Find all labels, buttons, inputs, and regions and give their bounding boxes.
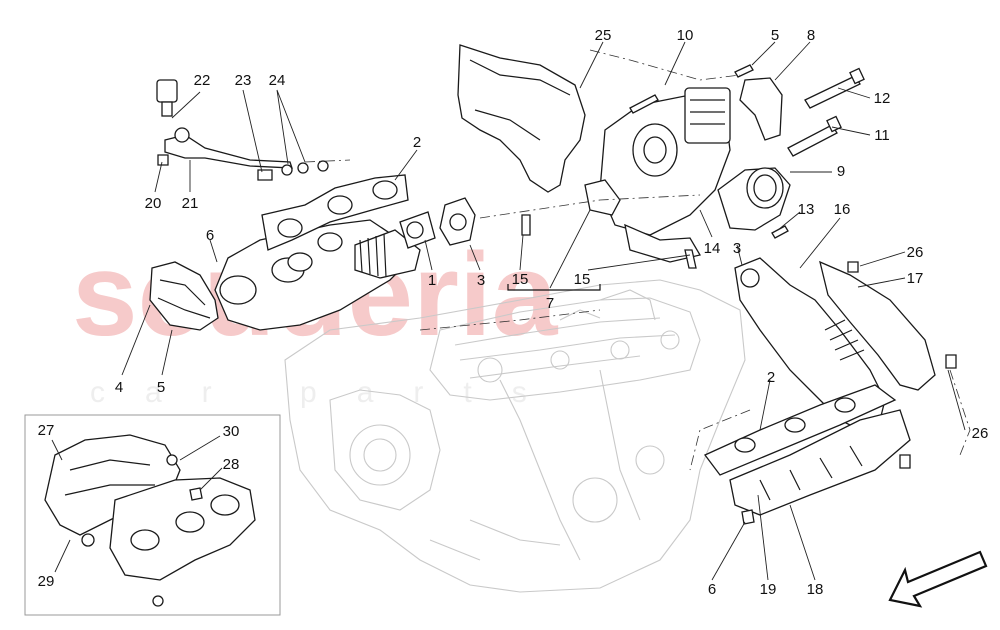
callout-labels: 25 10 5 8 12 11 9 13 16 3 14 26 17 22 23… bbox=[38, 27, 989, 598]
callout-5-left: 5 bbox=[157, 379, 165, 396]
callout-3-right: 3 bbox=[733, 240, 741, 257]
callout-13: 13 bbox=[798, 201, 815, 218]
callout-27: 27 bbox=[38, 422, 55, 439]
callout-7: 7 bbox=[546, 295, 554, 312]
callout-29: 29 bbox=[38, 573, 55, 590]
callout-26-top: 26 bbox=[907, 244, 924, 261]
bolt-5-top bbox=[734, 64, 754, 78]
heat-shield-17 bbox=[819, 260, 936, 391]
front-direction-arrow-icon bbox=[888, 550, 988, 608]
callout-2-right: 2 bbox=[767, 369, 775, 386]
callout-28: 28 bbox=[223, 456, 240, 473]
callout-24: 24 bbox=[269, 72, 286, 89]
callout-23: 23 bbox=[235, 72, 252, 89]
washer-24b bbox=[297, 162, 309, 174]
callout-14: 14 bbox=[704, 240, 721, 257]
callout-4: 4 bbox=[115, 379, 123, 396]
bolt-26-right bbox=[899, 454, 911, 469]
callout-11: 11 bbox=[874, 127, 890, 144]
callout-5: 5 bbox=[771, 27, 779, 44]
stud-15a bbox=[521, 214, 531, 236]
leader-lines bbox=[51, 41, 966, 581]
bolt-11 bbox=[787, 115, 842, 157]
callout-21: 21 bbox=[182, 195, 199, 212]
callout-25: 25 bbox=[595, 27, 612, 44]
engine-block bbox=[284, 279, 746, 593]
stud-15b bbox=[684, 249, 697, 269]
gasket-2-right bbox=[703, 384, 897, 476]
bolt-12 bbox=[804, 67, 865, 109]
callout-3-center: 3 bbox=[477, 272, 485, 289]
bolt-26-right-top bbox=[945, 354, 957, 369]
callout-30: 30 bbox=[223, 423, 240, 440]
sensor-22 bbox=[156, 79, 178, 117]
outlet-elbow-9 bbox=[717, 167, 791, 231]
bracket-8 bbox=[739, 77, 783, 141]
turbocharger bbox=[584, 87, 731, 263]
assembly-lines bbox=[304, 49, 971, 471]
callout-19: 19 bbox=[760, 581, 777, 598]
group-bracket-7 bbox=[507, 284, 601, 291]
callout-17: 17 bbox=[907, 270, 924, 287]
callout-15-right: 15 bbox=[574, 271, 591, 288]
callout-22: 22 bbox=[194, 72, 211, 89]
bolt-26-top bbox=[847, 261, 859, 273]
callout-20: 20 bbox=[145, 195, 162, 212]
callout-16: 16 bbox=[834, 201, 851, 218]
callout-15-left: 15 bbox=[512, 271, 529, 288]
heat-shield-25 bbox=[457, 44, 586, 193]
bolt-10 bbox=[629, 94, 659, 114]
callout-10: 10 bbox=[677, 27, 694, 44]
inset-detail-box bbox=[24, 414, 281, 616]
callout-6-bottom: 6 bbox=[708, 581, 716, 598]
callout-18: 18 bbox=[807, 581, 824, 598]
gasket-2-left bbox=[261, 174, 409, 272]
callout-1: 1 bbox=[428, 272, 436, 289]
washer-24a bbox=[281, 164, 293, 176]
fitting-23 bbox=[257, 169, 273, 181]
heat-shield-18 bbox=[729, 409, 911, 516]
callout-6-top: 6 bbox=[206, 227, 214, 244]
callout-2-top: 2 bbox=[413, 134, 421, 151]
heat-shield-4 bbox=[149, 261, 219, 331]
washer-24c bbox=[317, 160, 329, 172]
watermark-subtitle: car parts bbox=[90, 376, 567, 409]
stud-6-bottom bbox=[741, 509, 755, 525]
callout-8: 8 bbox=[807, 27, 815, 44]
callout-9: 9 bbox=[837, 163, 845, 180]
callout-12: 12 bbox=[874, 90, 891, 107]
exhaust-manifold-left bbox=[214, 211, 436, 331]
callout-26-right: 26 bbox=[972, 425, 989, 442]
pipe-bracket-20 bbox=[157, 154, 169, 166]
